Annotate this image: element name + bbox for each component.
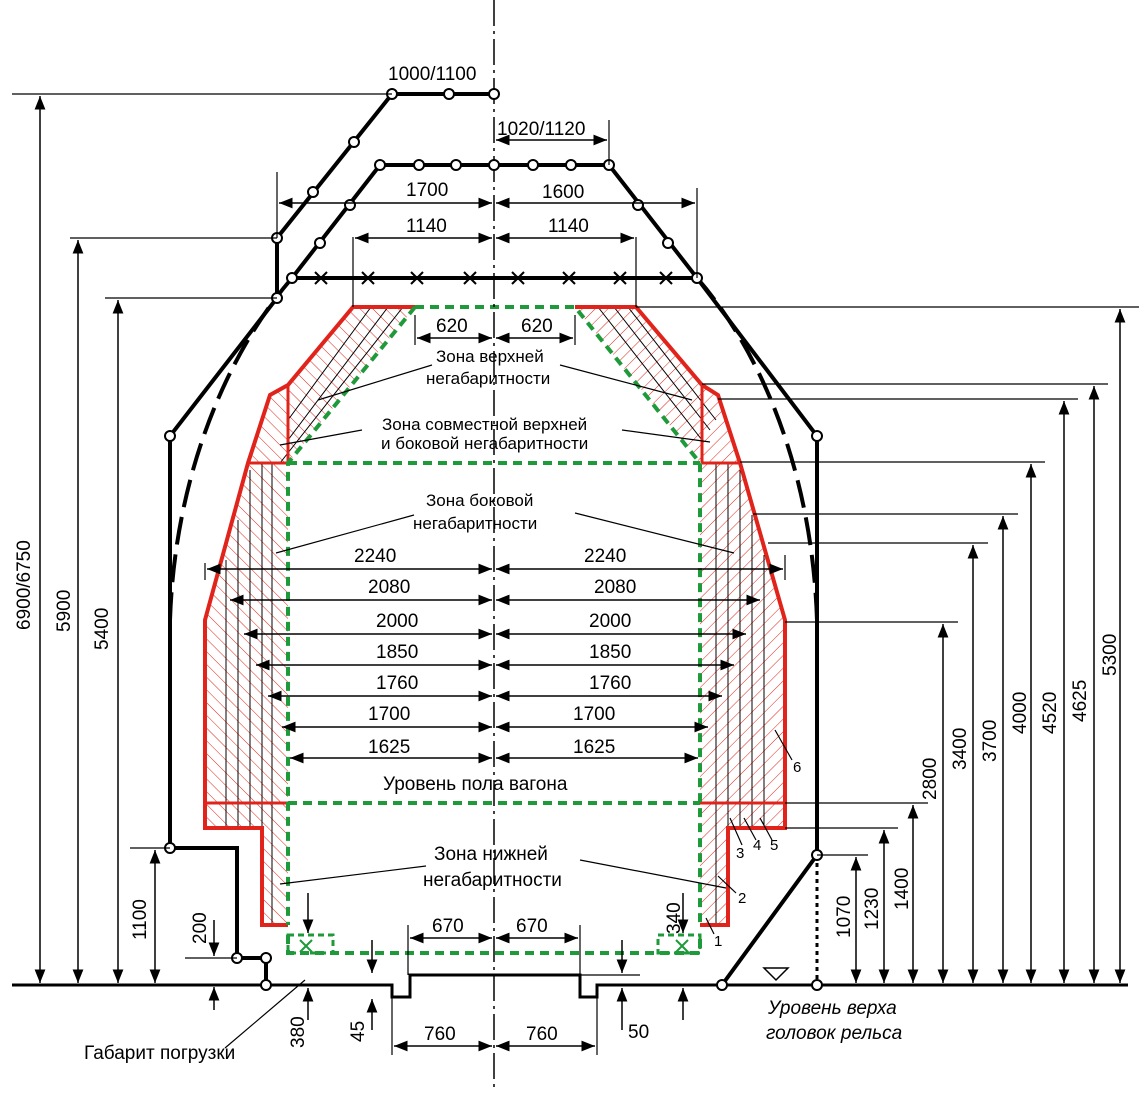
rail-level-line [12, 973, 1128, 999]
height-2800: 2800 [920, 758, 941, 800]
zone-left-bottom [205, 803, 288, 925]
zone-number-1: 1 [714, 933, 722, 950]
zone-joint-line2: и боковой негабаритности [381, 434, 588, 453]
height-3700: 3700 [980, 720, 1001, 762]
height-5400: 5400 [92, 608, 113, 650]
width-left-1: 2080 [368, 577, 410, 598]
dim-45: 45 [348, 1021, 369, 1042]
height-1070: 1070 [834, 896, 855, 938]
height-1100: 1100 [130, 899, 151, 940]
dim-1140-left: 1140 [406, 216, 447, 237]
zone-right-upper [575, 307, 740, 463]
loading-gauge-label: Габарит погрузки [84, 1043, 235, 1064]
width-right-0: 2240 [584, 546, 626, 567]
width-right-5: 1700 [573, 704, 615, 725]
dim-380: 380 [288, 1016, 309, 1048]
height-5300: 5300 [1100, 634, 1121, 676]
left-height-labels: 6900/6750 5900 5400 1100 [14, 540, 151, 940]
width-right-3: 1850 [589, 642, 631, 663]
zone-bottom-line2: негабаритности [423, 870, 562, 891]
dim-1700-top: 1700 [406, 180, 448, 201]
x-marks-top [314, 271, 673, 285]
height-4625: 4625 [1070, 680, 1091, 722]
width-right-2: 2000 [589, 611, 631, 632]
dim-670-left: 670 [432, 916, 464, 937]
zone-top-line1: Зона верхней [436, 347, 544, 366]
green-x-marks [299, 939, 689, 953]
width-left-6: 1625 [368, 737, 410, 758]
height-4000: 4000 [1010, 692, 1031, 734]
width-left-5: 1700 [368, 704, 410, 725]
top-dimension-labels: 1000/1100 1020/1120 1700 1600 1140 1140 … [388, 64, 589, 337]
height-4520: 4520 [1040, 692, 1061, 734]
leader-lines [224, 364, 793, 1049]
height-6900-6750: 6900/6750 [14, 540, 35, 630]
zone-number-4: 4 [753, 837, 761, 854]
zone-right-bottom [700, 803, 785, 925]
zone-number-6: 6 [793, 759, 801, 776]
width-right-1: 2080 [594, 577, 636, 598]
height-5900: 5900 [54, 590, 75, 632]
height-1230: 1230 [862, 888, 883, 930]
zone-joint-line1: Зона совместной верхней [382, 415, 587, 434]
width-left-4: 1760 [376, 673, 418, 694]
floor-level-label: Уровень пола вагона [383, 774, 568, 795]
zone-labels: Зона верхней негабаритности Зона совмест… [84, 347, 902, 1064]
width-dimension-labels: 2240 2240 2080 2080 2000 2000 1850 1850 … [354, 546, 636, 758]
width-left-2: 2000 [376, 611, 418, 632]
zone-number-3: 3 [736, 845, 744, 862]
dashed-outline [168, 276, 819, 621]
rail-level-line1: Уровень верха [767, 998, 897, 1019]
width-right-6: 1625 [573, 737, 615, 758]
dim-200: 200 [190, 912, 211, 944]
dim-50: 50 [628, 1022, 649, 1043]
dim-1000-1100: 1000/1100 [388, 64, 476, 85]
zone-number-2: 2 [738, 890, 746, 907]
dim-760-left: 760 [424, 1024, 456, 1045]
zone-bottom-line1: Зона нижней [434, 844, 548, 865]
bottom-dimension-labels: 670 670 760 760 50 380 45 200 340 [190, 902, 685, 1048]
green-right-box [656, 933, 702, 955]
red-zone-border-right [575, 305, 787, 927]
zone-left-side [205, 463, 288, 803]
dim-1140-right: 1140 [548, 216, 589, 237]
dim-1600-top: 1600 [542, 182, 584, 203]
dim-1020-1120: 1020/1120 [497, 119, 585, 140]
green-left-box [286, 933, 335, 955]
dim-340: 340 [664, 902, 685, 934]
zone-side-line1: Зона боковой [426, 491, 533, 510]
zone-top-line2: негабаритности [426, 369, 550, 388]
zone-number-5: 5 [770, 837, 778, 854]
dimension-arrows [207, 134, 783, 1052]
dim-670-right: 670 [516, 916, 548, 937]
zone-left-upper [248, 307, 415, 463]
zone-number-labels: 1 2 3 4 5 6 [714, 759, 801, 950]
width-left-0: 2240 [354, 546, 396, 567]
right-height-labels: 5300 4625 4520 4000 3700 3400 2800 1400 … [834, 634, 1121, 938]
rail-level-line2: головок рельса [766, 1023, 902, 1044]
height-3400: 3400 [950, 728, 971, 770]
vertical-dimension-arrows [34, 96, 1126, 1030]
rail-level-triangle [762, 967, 790, 982]
height-1400: 1400 [892, 868, 913, 910]
extension-lines [12, 93, 1139, 1055]
zone-side-line2: негабаритности [413, 514, 537, 533]
width-left-3: 1850 [376, 642, 418, 663]
dim-620-left: 620 [436, 316, 468, 337]
red-zone-border-left [203, 305, 415, 927]
dim-760-right: 760 [526, 1024, 558, 1045]
dim-620-right: 620 [521, 316, 553, 337]
width-right-4: 1760 [589, 673, 631, 694]
